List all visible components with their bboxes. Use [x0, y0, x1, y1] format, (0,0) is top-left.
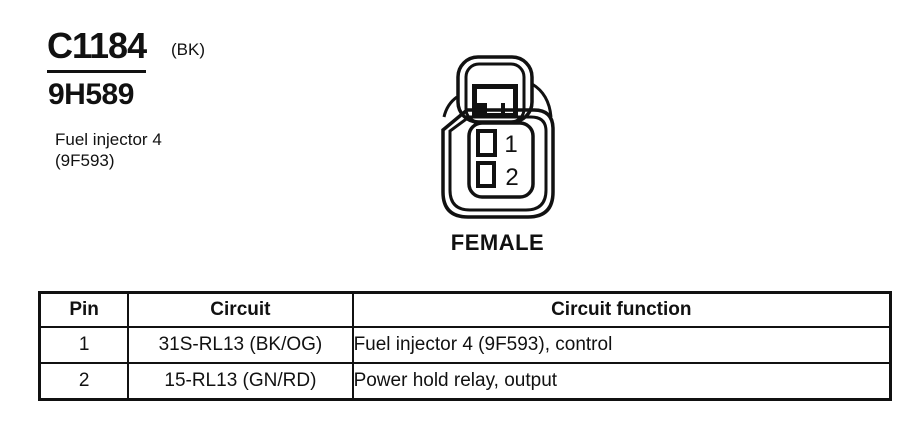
- column-header-function: Circuit function: [351, 291, 892, 328]
- circuit-cell: 15-RL13 (GN/RD): [127, 362, 354, 401]
- function-cell: Fuel injector 4 (9F593), control: [351, 326, 892, 364]
- gender-label: FEMALE: [450, 230, 545, 255]
- pin-slot-1: [476, 129, 497, 157]
- pinout-table: Pin Circuit Circuit function 1 31S-RL13 …: [38, 291, 892, 401]
- pin-slot-2: [476, 161, 496, 188]
- connector-id-title: C1184: [47, 28, 147, 73]
- connector-color-code: (BK): [171, 40, 205, 59]
- part-number: 9H589: [48, 78, 134, 111]
- body-inner-outline: [448, 115, 548, 212]
- pin-2-label: 2: [505, 164, 518, 191]
- latch-tab-icon: [472, 84, 518, 118]
- pin-1-label: 1: [504, 131, 517, 158]
- pin-cell: 2: [38, 362, 130, 401]
- column-header-circuit: Circuit: [127, 291, 354, 328]
- table-row: 2 15-RL13 (GN/RD) Power hold relay, outp…: [38, 362, 892, 401]
- column-header-pin: Pin: [38, 291, 130, 328]
- table-header-row: Pin Circuit Circuit function: [38, 291, 892, 328]
- pin-cell: 1: [38, 326, 130, 364]
- body-outline: [441, 108, 555, 219]
- latch-right-flare-line: [531, 82, 553, 118]
- circuit-cell: 31S-RL13 (BK/OG): [127, 326, 354, 364]
- connector-diagram-icon: 1 2: [441, 55, 555, 219]
- connector-description: Fuel injector 4 (9F593): [55, 129, 162, 171]
- function-cell: Power hold relay, output: [351, 362, 892, 401]
- description-line-1: Fuel injector 4: [55, 130, 162, 149]
- table-row: 1 31S-RL13 (BK/OG) Fuel injector 4 (9F59…: [38, 326, 892, 364]
- description-line-2: (9F593): [55, 151, 115, 170]
- latch-left-flare-line: [442, 95, 458, 118]
- pin-cavity-outline: [467, 121, 535, 199]
